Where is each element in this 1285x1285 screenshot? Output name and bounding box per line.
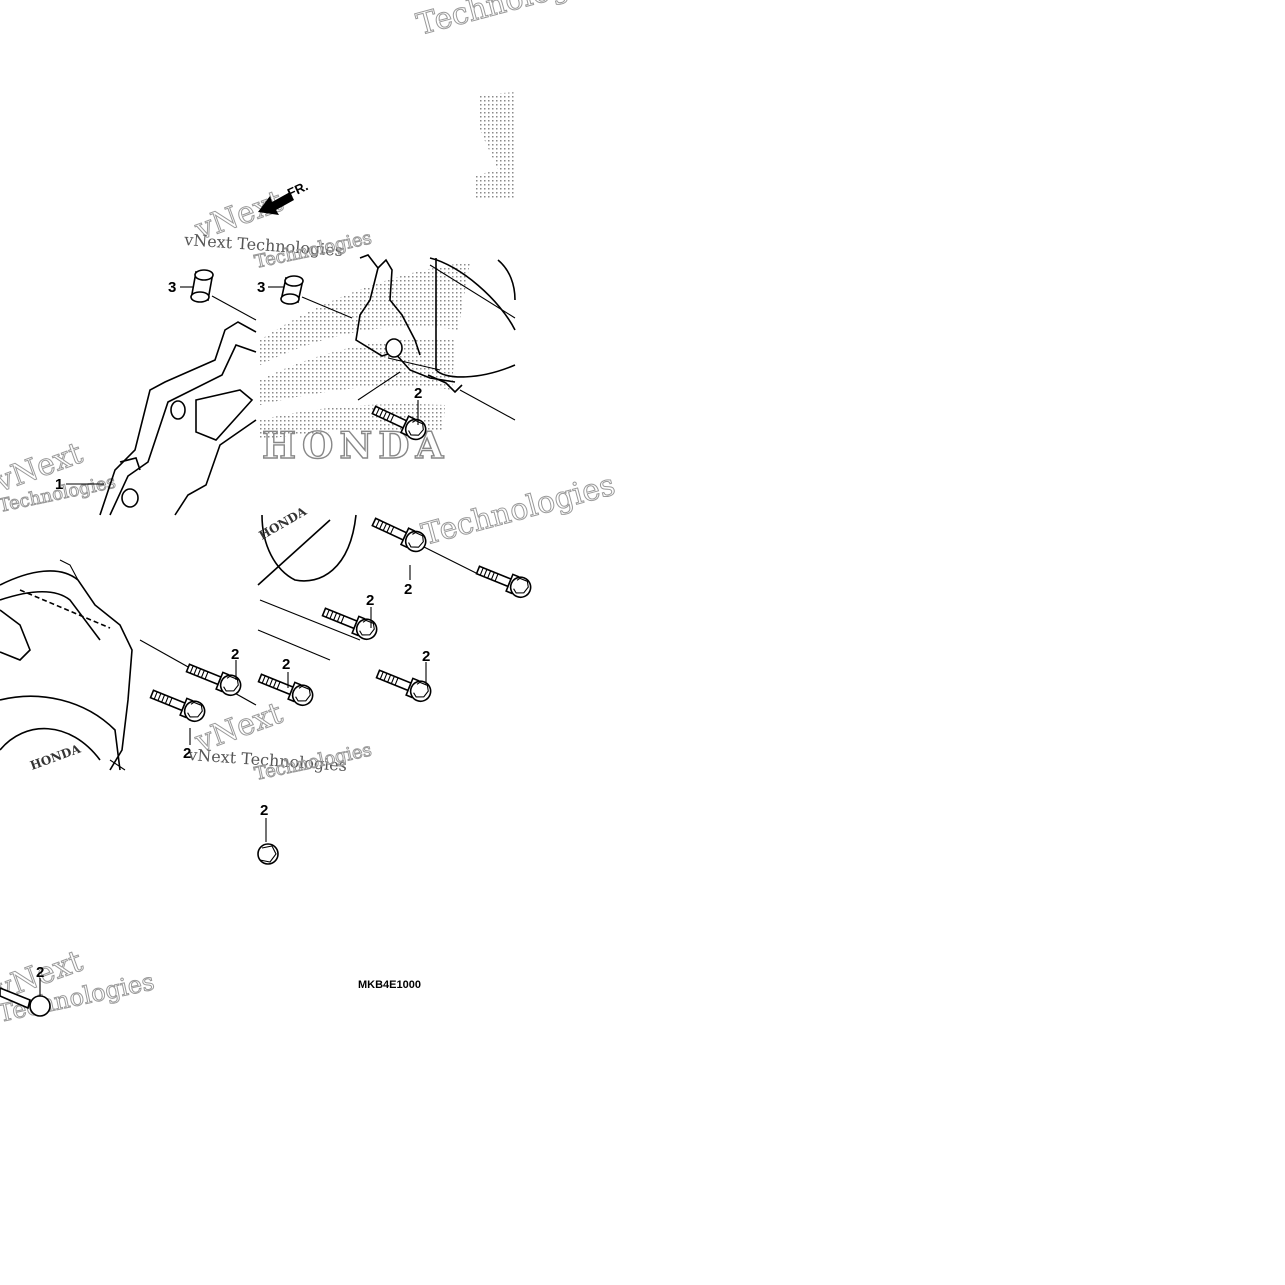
bottom-tile: 2 2 MKB4E1000 (0, 802, 421, 1017)
watermark-technologies-lower: Technologies (253, 740, 374, 785)
honda-wing-logo: HONDA (260, 92, 515, 468)
dowel-pin-left (190, 269, 214, 303)
callout-dowel-left: 3 (168, 279, 176, 296)
upper-left-tile: 3 1 (55, 269, 257, 516)
upper-right-tile: 3 2 (257, 254, 516, 444)
callout-bolt-lr-3: 2 (366, 592, 374, 609)
callout-bolt-bottom-left: 2 (36, 964, 44, 981)
watermark-group: Technologies vNext vNext Technologies Te… (0, 0, 619, 1028)
honda-badge-left: HONDA (28, 741, 83, 772)
watermark-technologies-mid: Technologies (418, 468, 619, 553)
flange-bolt-bottom-left (0, 987, 51, 1017)
callout-bolt-lr-1: 2 (404, 581, 412, 598)
watermark-technologies-top: Technologies (413, 0, 614, 43)
flange-bolt-ll-1 (183, 657, 245, 700)
diagram-part-code: MKB4E1000 (358, 979, 421, 991)
front-direction-label: FR. (285, 178, 310, 200)
flange-bolt-ll-2 (147, 683, 209, 726)
callout-bolt-lr-4: 2 (282, 656, 290, 673)
watermark-technologies-upper: Technologies (253, 228, 374, 273)
flange-bolt-lr-2 (473, 559, 535, 602)
crankcase-cover-upper (99, 321, 257, 516)
callout-bolt-ll-2: 2 (183, 745, 191, 762)
honda-badge-right: HONDA (257, 504, 310, 543)
flange-bolt-lr-5 (373, 663, 435, 706)
dowel-pin-right (280, 275, 304, 305)
callout-bolt-lr-5: 2 (422, 648, 430, 665)
front-arrow-icon (258, 192, 294, 215)
callout-cover: 1 (55, 476, 63, 493)
callout-bolt-ll-1: 2 (231, 646, 239, 663)
callout-dowel-right: 3 (257, 279, 265, 296)
callout-bolt-upper: 2 (414, 385, 422, 402)
callout-bolt-bottom-mid: 2 (260, 802, 268, 819)
flange-bolt-bottom-mid (257, 843, 279, 865)
